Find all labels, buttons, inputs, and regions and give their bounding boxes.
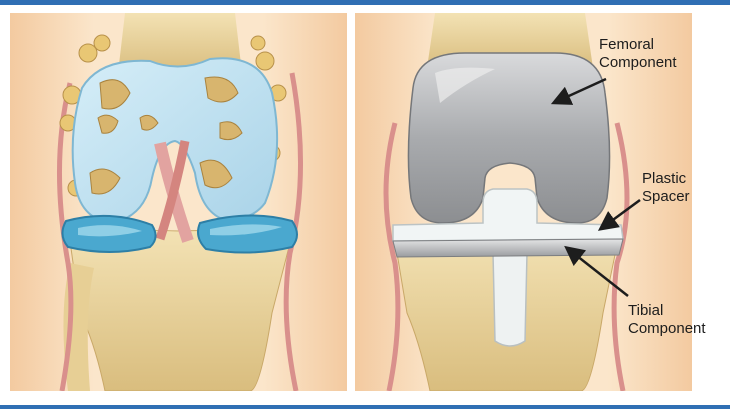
frame-bottom-bar	[0, 405, 730, 409]
spacer-label-line1: Plastic	[642, 170, 690, 188]
femoral-label-line1: Femoral	[599, 36, 677, 54]
spacer-label-line2: Spacer	[642, 188, 690, 206]
tibial-label-line1: Tibial	[628, 302, 706, 320]
arthritic-knee-illustration	[10, 13, 347, 391]
tibia-bone	[70, 230, 290, 391]
femoral-label-line2: Component	[599, 54, 677, 72]
tibial-label-line2: Component	[628, 320, 706, 338]
tibial-component-label: Tibial Component	[628, 302, 706, 338]
tibial-stem	[493, 253, 527, 346]
frame-top-bar	[0, 0, 730, 5]
tibial-tray-shape	[393, 239, 623, 257]
plastic-spacer-label: Plastic Spacer	[642, 170, 690, 206]
femoral-component-label: Femoral Component	[599, 36, 677, 72]
arthritic-knee-panel	[10, 13, 347, 391]
